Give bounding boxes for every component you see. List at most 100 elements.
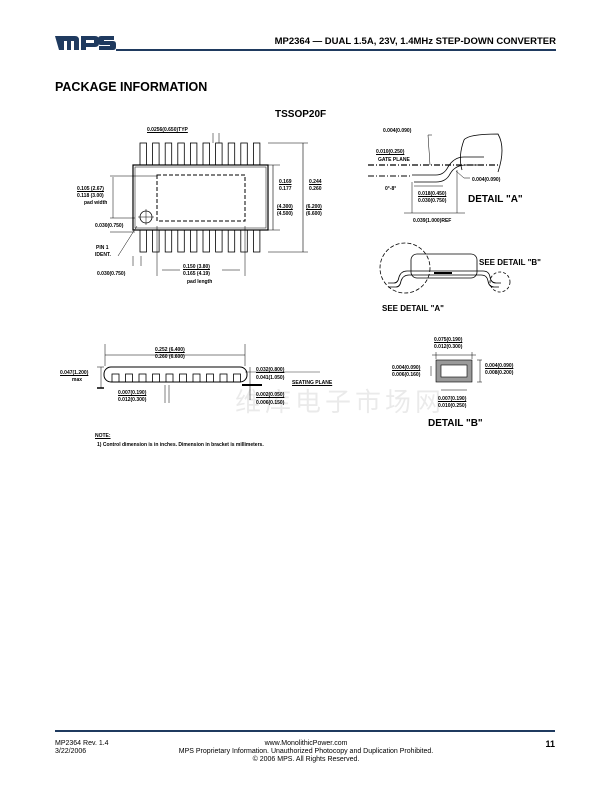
- length-min-label: 0.252 (6.400): [155, 347, 185, 353]
- lead-bottom: [177, 229, 185, 253]
- lead-top: [177, 142, 185, 166]
- lead-side: [138, 373, 147, 383]
- pin1-ident-label: IDENT.: [95, 252, 111, 258]
- radius-label: 0.004(0.090): [472, 177, 501, 183]
- detail-a-title: DETAIL "A": [468, 194, 523, 205]
- side-view-drawing: [97, 344, 320, 403]
- lead-thickness-label: 0.004(0.090): [383, 128, 412, 134]
- lead-width-min-label: 0.007(0.190): [118, 390, 147, 396]
- detail-b-inner-max: 0.010(0.250): [438, 403, 467, 409]
- detail-a-drawing: [368, 133, 503, 214]
- pad-length-max: 0.165 (4.19): [183, 271, 210, 277]
- total-width-in-min: 0.244: [309, 179, 322, 185]
- ref-label: 0.039(1.000)REF: [413, 218, 452, 224]
- lead-bottom: [215, 229, 223, 253]
- height-max-label: max: [72, 377, 83, 383]
- body-width-in-max: 0.177: [279, 186, 292, 192]
- lead-top: [189, 142, 198, 166]
- mps-logo: [55, 36, 116, 50]
- note-title: NOTE:: [95, 433, 111, 439]
- lead-bottom: [252, 229, 261, 253]
- foot-min-label: 0.018(0.450): [418, 191, 447, 197]
- lead-bottom: [227, 229, 236, 253]
- standoff-min-label: 0.032(0.800): [256, 367, 285, 373]
- lead-top: [164, 142, 173, 166]
- footer-url: www.MonolithicPower.com: [264, 740, 348, 747]
- standoff-max-label: 0.041(1.050): [256, 375, 285, 381]
- pad-width-max: 0.118 (3.00): [77, 193, 104, 199]
- gauge-plane-label: GATE PLANE: [378, 157, 410, 163]
- lead-top: [227, 142, 236, 166]
- pad-offset-label: 0.030(0.750): [95, 223, 124, 229]
- length-max-label: 0.260 (6.600): [155, 354, 185, 360]
- offset-max-label: 0.006(0.150): [256, 400, 285, 406]
- lead-width-max-label: 0.012(0.300): [118, 397, 147, 403]
- detail-b-left-max: 0.006(0.160): [392, 372, 421, 378]
- detail-b-width-max: 0.012(0.300): [434, 344, 463, 350]
- page-number: 11: [545, 739, 555, 749]
- lead-side: [192, 373, 201, 383]
- gauge-dim-label: 0.010(0.250): [376, 149, 405, 155]
- foot-max-label: 0.030(0.750): [418, 198, 447, 204]
- footer-revision: MP2364 Rev. 1.4: [55, 740, 109, 747]
- lead-bottom: [139, 229, 147, 253]
- lead-side: [219, 373, 228, 383]
- body-width-mm-min: (4.300): [277, 204, 293, 210]
- see-detail-b-label: SEE DETAIL "B": [479, 258, 541, 267]
- side-view-small-drawing: [379, 242, 511, 294]
- seating-plane-label: SEATING PLANE: [292, 380, 333, 386]
- total-width-mm-max: (6.600): [306, 211, 322, 217]
- watermark: 维库电子市场网: [235, 388, 446, 418]
- lead-pitch-label: 0.0256(0.650)TYP: [147, 127, 188, 133]
- detail-b-width-min: 0.075(0.190): [434, 337, 463, 343]
- lead-top: [152, 142, 160, 166]
- total-width-in-max: 0.260: [309, 186, 322, 192]
- lead-side: [179, 373, 187, 383]
- footer-proprietary: MPS Proprietary Information. Unauthorize…: [178, 748, 434, 755]
- pad-length-label: pad length: [187, 279, 213, 285]
- offset-min-label: 0.002(0.050): [256, 392, 285, 398]
- lead-bottom: [240, 229, 248, 253]
- detail-b-inner-min: 0.007(0.190): [438, 396, 467, 402]
- body-width-mm-max: (4.500): [277, 211, 293, 217]
- pin1-label: PIN 1: [96, 245, 109, 251]
- height-label: 0.047(1.200): [60, 370, 89, 376]
- lead-top: [202, 142, 210, 166]
- document-title: MP2364 — DUAL 1.5A, 23V, 1.4MHz STEP-DOW…: [274, 36, 556, 47]
- lead-side: [206, 373, 214, 383]
- lead-side: [165, 373, 174, 383]
- detail-b-title: DETAIL "B": [428, 418, 483, 429]
- footer-rule: [55, 730, 555, 732]
- total-width-mm-min: (6.200): [306, 204, 322, 210]
- footer-date: 3/22/2006: [55, 748, 87, 755]
- top-view-drawing: [110, 133, 308, 276]
- lead-side: [152, 373, 160, 383]
- lead-side: [111, 373, 120, 383]
- detail-b-drawing: [430, 352, 482, 391]
- lead-top: [215, 142, 223, 166]
- detail-b-right-max: 0.008(0.200): [485, 370, 514, 376]
- section-title: PACKAGE INFORMATION: [55, 80, 208, 94]
- lead-bottom: [164, 229, 173, 253]
- header-rule: [116, 49, 556, 51]
- pad-width-min: 0.105 (2.67): [77, 186, 104, 192]
- body-width-in-min: 0.169: [279, 179, 292, 185]
- lead-side: [125, 373, 133, 383]
- detail-b-right-min: 0.004(0.090): [485, 363, 514, 369]
- lead-offset-label: 0.030(0.750): [97, 271, 126, 277]
- lead-top: [240, 142, 248, 166]
- see-detail-a-label: SEE DETAIL "A": [382, 304, 444, 313]
- angle-label: 0°-8°: [385, 186, 397, 192]
- package-name: TSSOP20F: [275, 109, 327, 120]
- lead-top: [139, 142, 147, 166]
- lead-bottom: [152, 229, 160, 253]
- pad-length-min: 0.150 (3.80): [183, 264, 210, 270]
- detail-b-left-min: 0.004(0.090): [392, 365, 421, 371]
- footer-copyright: © 2006 MPS. All Rights Reserved.: [252, 756, 360, 763]
- lead-top: [252, 142, 261, 166]
- note-text: 1) Control dimension is in inches. Dimen…: [97, 442, 264, 448]
- lead-side: [233, 373, 241, 383]
- pad-width-label: pad width: [84, 200, 108, 206]
